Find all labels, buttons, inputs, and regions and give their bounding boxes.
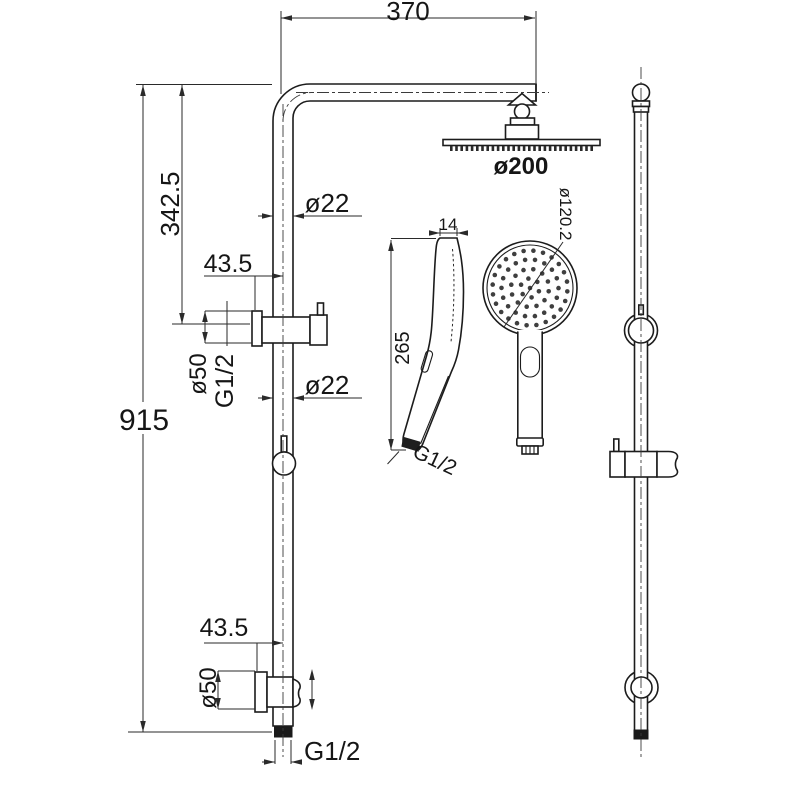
- dim-handset-thickness: 14: [429, 215, 468, 236]
- rail-tube-fill: [634, 112, 648, 731]
- dim-bottom-flange-dia-label: ø50: [195, 667, 222, 708]
- dim-top-flange-dia-label: ø50: [185, 353, 212, 394]
- shower-head-disc: [442, 138, 601, 147]
- height-adjust-arrow: [309, 669, 315, 710]
- handset-mode-button: [519, 346, 541, 378]
- holder-cradle: [656, 450, 679, 478]
- dim-arm-length-label: 370: [386, 0, 429, 26]
- dim-top-thread-label: G1/2: [211, 354, 239, 408]
- head-neck-upper: [509, 117, 536, 126]
- bottom-elbow-body: [266, 676, 294, 708]
- dim-face-dia-leader: [503, 241, 564, 328]
- dim-top-pipe-dia-label: ø22: [305, 188, 350, 218]
- dim-handset-length: 265: [388, 238, 436, 451]
- top-bracket-pin: [316, 302, 325, 316]
- slide-rail-view: [609, 67, 679, 757]
- dim-bottom-bracket-offset: 43.5: [200, 614, 283, 671]
- dim-total-height-label: 915: [119, 404, 169, 437]
- diverter-knob-circle: [271, 451, 297, 476]
- dim-bottom-thread-label: G1/2: [304, 736, 360, 766]
- dim-top-bracket-offset-label: 43.5: [204, 250, 253, 278]
- dim-handset-thickness-label: 14: [439, 215, 458, 234]
- dim-handset-thread-label: G1/2: [409, 440, 460, 480]
- dim-top-flange: ø50 G1/2: [185, 301, 252, 408]
- bottom-elbow-knuckle: [292, 677, 301, 708]
- dim-top-bracket-offset: 43.5: [204, 250, 283, 310]
- holder-pin: [612, 438, 620, 453]
- diverter-pin: [280, 435, 288, 453]
- handset-faceplate-seam: [450, 248, 455, 343]
- dim-mid-pipe-dia: ø22: [258, 370, 362, 401]
- bend-centerline: [282, 92, 312, 122]
- handset-thread-leader: [387, 451, 400, 465]
- handset-button-side: [420, 350, 434, 373]
- dim-total-height: 915: [119, 84, 272, 733]
- handset-handle-inner-line: [419, 375, 450, 445]
- dim-bottom-flange: ø50: [195, 667, 255, 710]
- dim-top-pipe-dia: ø22: [258, 188, 362, 219]
- front-view: 370 915 342.5 43.5: [119, 0, 601, 766]
- handset-front-view: ø120.2: [482, 188, 578, 455]
- top-bracket-flange: [251, 310, 263, 347]
- handset-nozzle-dots: [490, 248, 570, 328]
- dim-mid-pipe-dia-label: ø22: [305, 370, 350, 400]
- rail-lower-slider-inner: [630, 676, 653, 699]
- ball-joint: [513, 103, 531, 120]
- dim-arm-length: 370: [280, 0, 537, 94]
- handset-handle-mask: [518, 330, 542, 438]
- handset-thread-connector-side: [401, 436, 421, 452]
- dim-head-dia-label: ø200: [494, 153, 549, 180]
- dim-handset-length-label: 265: [392, 331, 414, 364]
- shower-arm-and-riser-pipe: [272, 83, 537, 727]
- handset-connector-collar: [515, 437, 544, 447]
- diverter-knob: [271, 435, 297, 476]
- dim-head-drop-label: 342.5: [155, 171, 185, 236]
- bottom-elbow-flange: [254, 671, 268, 713]
- handset-side-view: 14 265 G1/2: [387, 215, 468, 480]
- overhead-shower: [442, 92, 601, 151]
- dim-face-dia-label: ø120.2: [556, 188, 575, 241]
- top-wall-bracket: [251, 302, 328, 347]
- top-bracket-pivot: [309, 314, 328, 346]
- top-bracket-body: [261, 316, 311, 344]
- dim-bottom-thread: G1/2: [262, 736, 360, 766]
- bottom-wall-elbow: [254, 671, 301, 713]
- rail-handset-holder: [609, 438, 679, 478]
- holder-left-block: [609, 450, 626, 478]
- dim-head-drop: 342.5: [155, 85, 250, 325]
- dim-bottom-bracket-offset-label: 43.5: [200, 614, 249, 642]
- head-neck-lower: [504, 124, 540, 140]
